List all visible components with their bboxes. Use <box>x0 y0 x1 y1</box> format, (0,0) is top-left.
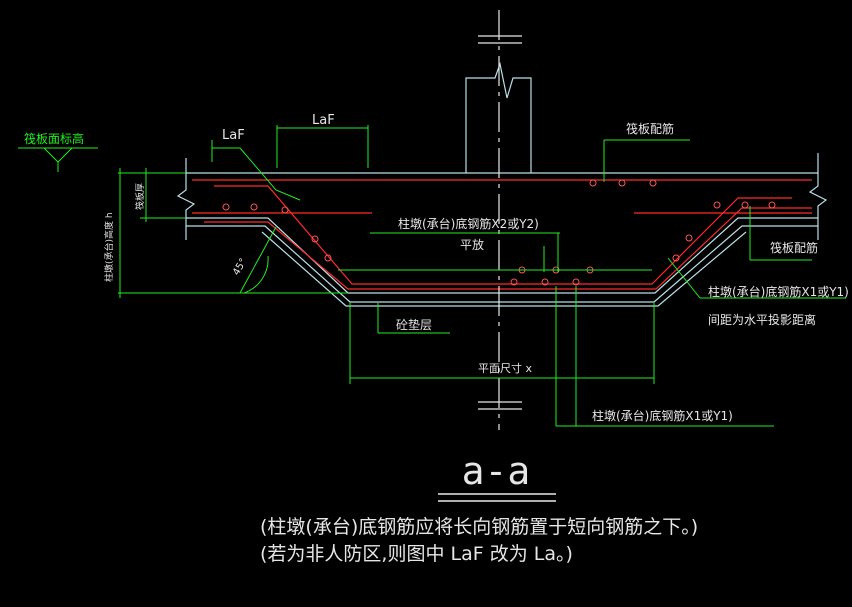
slab-top-elevation-label: 筏板面标高 <box>24 131 84 146</box>
notes-block: (柱墩(承台)底钢筋应将长向钢筋置于短向钢筋之下。) (若为非人防区,则图中 L… <box>260 514 820 568</box>
rebar-dot <box>250 203 258 211</box>
rebar-dot <box>713 201 721 209</box>
note-line-1: (柱墩(承台)底钢筋应将长向钢筋置于短向钢筋之下。) <box>260 516 699 538</box>
laf-left-label: LaF <box>222 128 245 143</box>
rebar-dot <box>541 278 549 286</box>
rebar-dot <box>768 201 776 209</box>
pier-x1-right-label: 柱墩(承台)底钢筋X1或Y1) <box>708 284 849 299</box>
elevation-triangle <box>43 147 73 163</box>
rebar-lines <box>192 179 812 290</box>
rebar-dot <box>510 278 518 286</box>
rebar-dot <box>741 201 749 209</box>
flat-placement-label: 平放 <box>460 237 484 252</box>
raft-thickness-label: 筏板厚 <box>134 183 146 210</box>
rebar-dot <box>281 206 289 214</box>
rebar-dot <box>589 179 597 187</box>
concrete-outline <box>176 61 828 307</box>
pier-rebar-layer-2 <box>204 207 812 290</box>
cushion-label: 砼垫层 <box>396 317 432 332</box>
rebar-dot <box>672 254 680 262</box>
annotation-labels: 筏板面标高 LaF LaF 筏板配筋 筏板配筋 筏板厚 柱墩(承台)高度 h 柱… <box>24 113 849 423</box>
rebar-dot <box>324 254 332 262</box>
pier-outline-upper <box>186 217 818 294</box>
dimension-lines <box>18 125 846 427</box>
pier-x2-label: 柱墩(承台)底钢筋X2或Y2) <box>398 216 539 231</box>
laf-left-dim <box>212 147 301 201</box>
rebar-dot <box>685 234 693 242</box>
column-outline <box>465 61 532 173</box>
rebar-dot <box>649 179 657 187</box>
x1-right-leader <box>667 257 701 299</box>
plan-size-label: 平面尺寸 x <box>478 361 532 375</box>
raft-rebar-label: 筏板配筋 <box>626 121 674 136</box>
rebar-dot <box>311 235 319 243</box>
left-break-line <box>176 158 196 240</box>
pier-x1-bottom-label: 柱墩(承台)底钢筋X1或Y1) <box>592 408 733 423</box>
cushion-outline <box>261 231 747 307</box>
note-line-2: (若为非人防区,则图中 LaF 改为 La。) <box>260 543 573 565</box>
rebar-dot <box>618 179 626 187</box>
right-break-line <box>808 153 828 240</box>
angle-arc <box>243 255 269 294</box>
pier-outline-lower <box>186 225 818 303</box>
rebar-dots <box>222 179 776 286</box>
spacing-note-label: 间距为水平投影距离 <box>708 312 816 327</box>
pier-height-label: 柱墩(承台)高度 h <box>103 212 115 282</box>
axis-marks <box>478 10 522 430</box>
rebar-dot <box>222 203 230 211</box>
angle-label: 45° <box>231 257 249 278</box>
raft-rebar-right-label: 筏板配筋 <box>770 240 818 255</box>
pier-bottom-rebar-bent <box>214 185 792 285</box>
rebar-dot <box>572 278 580 286</box>
angle-ref <box>239 226 277 294</box>
laf-top-label: LaF <box>312 113 335 128</box>
section-title: a-a <box>462 449 531 493</box>
section-title-group: a-a <box>438 449 556 502</box>
